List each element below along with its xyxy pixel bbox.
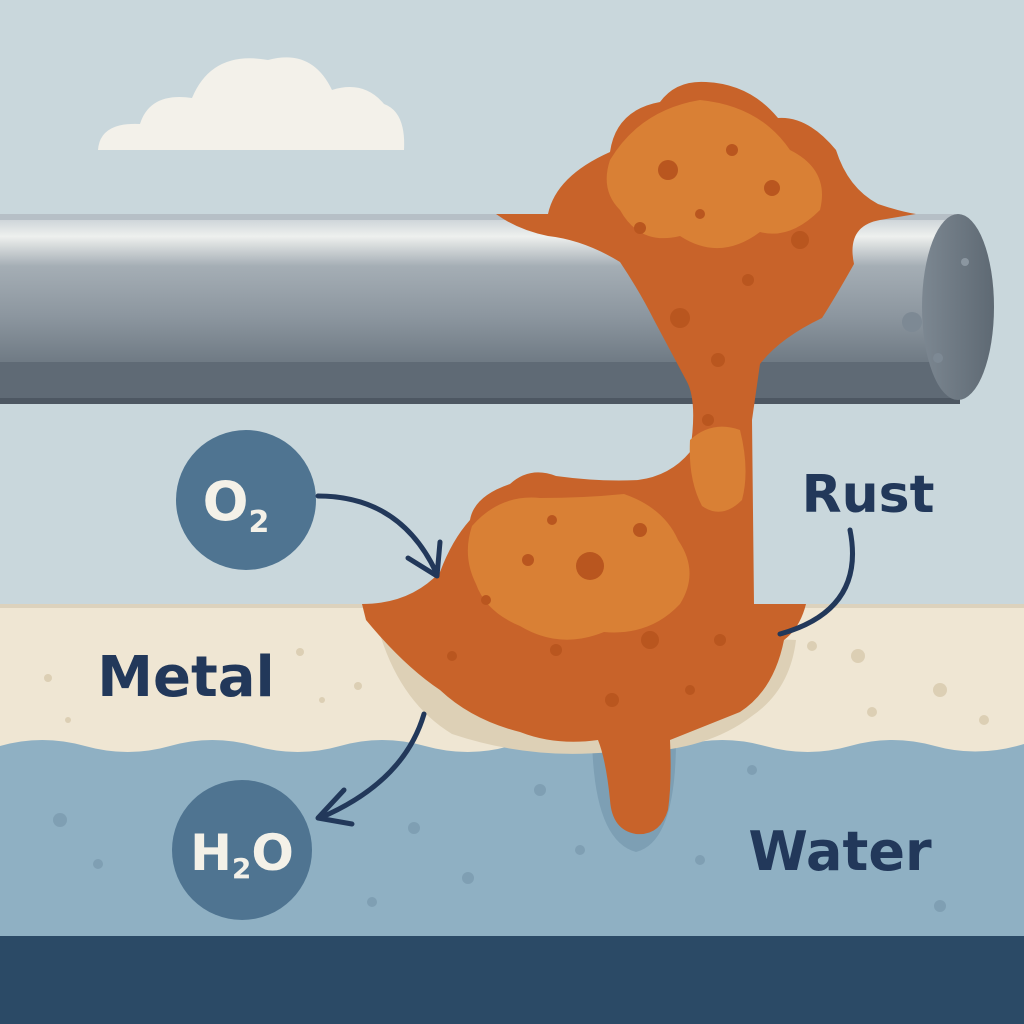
bottom-band	[0, 936, 1024, 1024]
rust-blob-icon	[362, 81, 916, 852]
svg-text:H2O: H2O	[190, 824, 294, 885]
curved-arrow-icon	[315, 493, 443, 579]
water-badge-tail: O	[251, 824, 294, 882]
water-badge-base: H	[190, 824, 232, 882]
svg-text:O2: O2	[203, 470, 270, 540]
label-metal: Metal	[97, 645, 274, 710]
label-water: Water	[748, 820, 932, 883]
rust-pointer-line	[777, 527, 856, 637]
cloud-icon	[98, 57, 405, 151]
oxygen-badge: O2	[176, 430, 316, 570]
label-rust: Rust	[802, 465, 935, 525]
water-badge-sub: 2	[232, 852, 251, 885]
oxygen-badge-sub: 2	[249, 505, 270, 540]
curved-arrow-icon	[315, 711, 427, 827]
oxygen-badge-base: O	[203, 470, 249, 533]
water-badge: H2O	[172, 780, 312, 920]
